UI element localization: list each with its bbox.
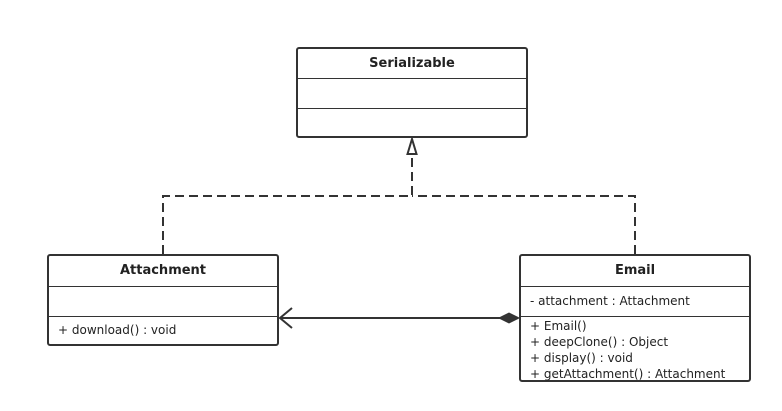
class-name: Attachment [119,263,207,278]
operation-email-constructor: + Email() [530,319,587,333]
composition-open-arrowhead [278,307,293,329]
operations-compartment: + Email() + deepClone() : Object + displ… [521,316,749,381]
class-name: Serializable [369,56,455,71]
class-name: Email [614,263,656,278]
attributes-compartment: - attachment : Attachment [521,286,749,316]
attributes-compartment [49,286,277,316]
operation-display: + display() : void [530,351,633,365]
composition-diamond [497,312,521,324]
attributes-compartment [298,78,526,108]
operation-get-attachment: + getAttachment() : Attachment [530,367,726,381]
operation-download: + download() : void [58,323,177,337]
class-serializable[interactable]: Serializable [296,47,528,138]
operations-compartment: + download() : void [49,316,277,344]
realization-line-email [412,195,636,254]
class-attachment[interactable]: Attachment + download() : void [47,254,279,346]
class-email[interactable]: Email - attachment : Attachment + Email(… [519,254,751,382]
operation-deep-clone: + deepClone() : Object [530,335,669,349]
operations-compartment [298,108,526,136]
realization-arrowhead [406,135,418,155]
attribute-attachment: - attachment : Attachment [530,294,690,308]
realization-line-attachment [162,155,413,254]
